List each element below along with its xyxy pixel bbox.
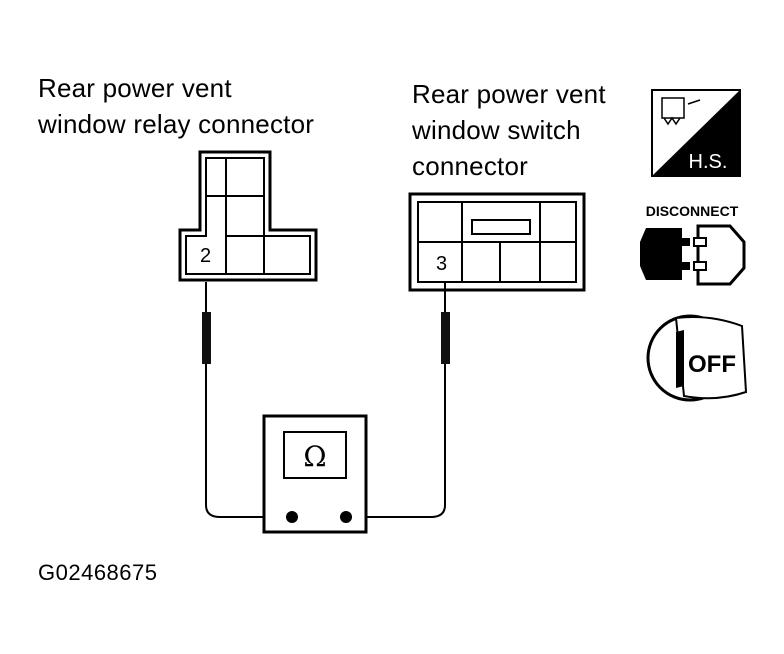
relay-connector-label: Rear power vent window relay connector — [38, 70, 314, 142]
switch-connector-label: Rear power vent window switch connector — [412, 76, 606, 184]
switch-label-line3: connector — [412, 151, 528, 181]
ohmmeter — [262, 414, 368, 534]
switch-connector — [408, 192, 586, 292]
ignition-off-text: OFF — [688, 351, 736, 378]
switch-label-line1: Rear power vent — [412, 79, 606, 109]
disconnect-icon-text: DISCONNECT — [646, 203, 739, 219]
harness-side-icon — [651, 89, 741, 177]
relay-label-line2: window relay connector — [38, 109, 315, 139]
hs-icon-text: H.S. — [689, 151, 728, 173]
switch-label-line2: window switch — [412, 115, 581, 145]
switch-pin-number: 3 — [436, 253, 447, 275]
ohm-symbol: Ω — [303, 440, 326, 473]
right-probe — [441, 282, 450, 370]
right-test-lead — [346, 370, 446, 518]
relay-pin-number: 2 — [200, 245, 211, 267]
ignition-key-off-icon — [646, 314, 748, 402]
left-test-lead — [205, 370, 292, 518]
disconnect-connector-icon — [640, 224, 746, 286]
figure-id: G02468675 — [38, 560, 158, 585]
relay-connector — [178, 150, 318, 282]
left-probe — [202, 282, 211, 370]
relay-label-line1: Rear power vent — [38, 73, 232, 103]
